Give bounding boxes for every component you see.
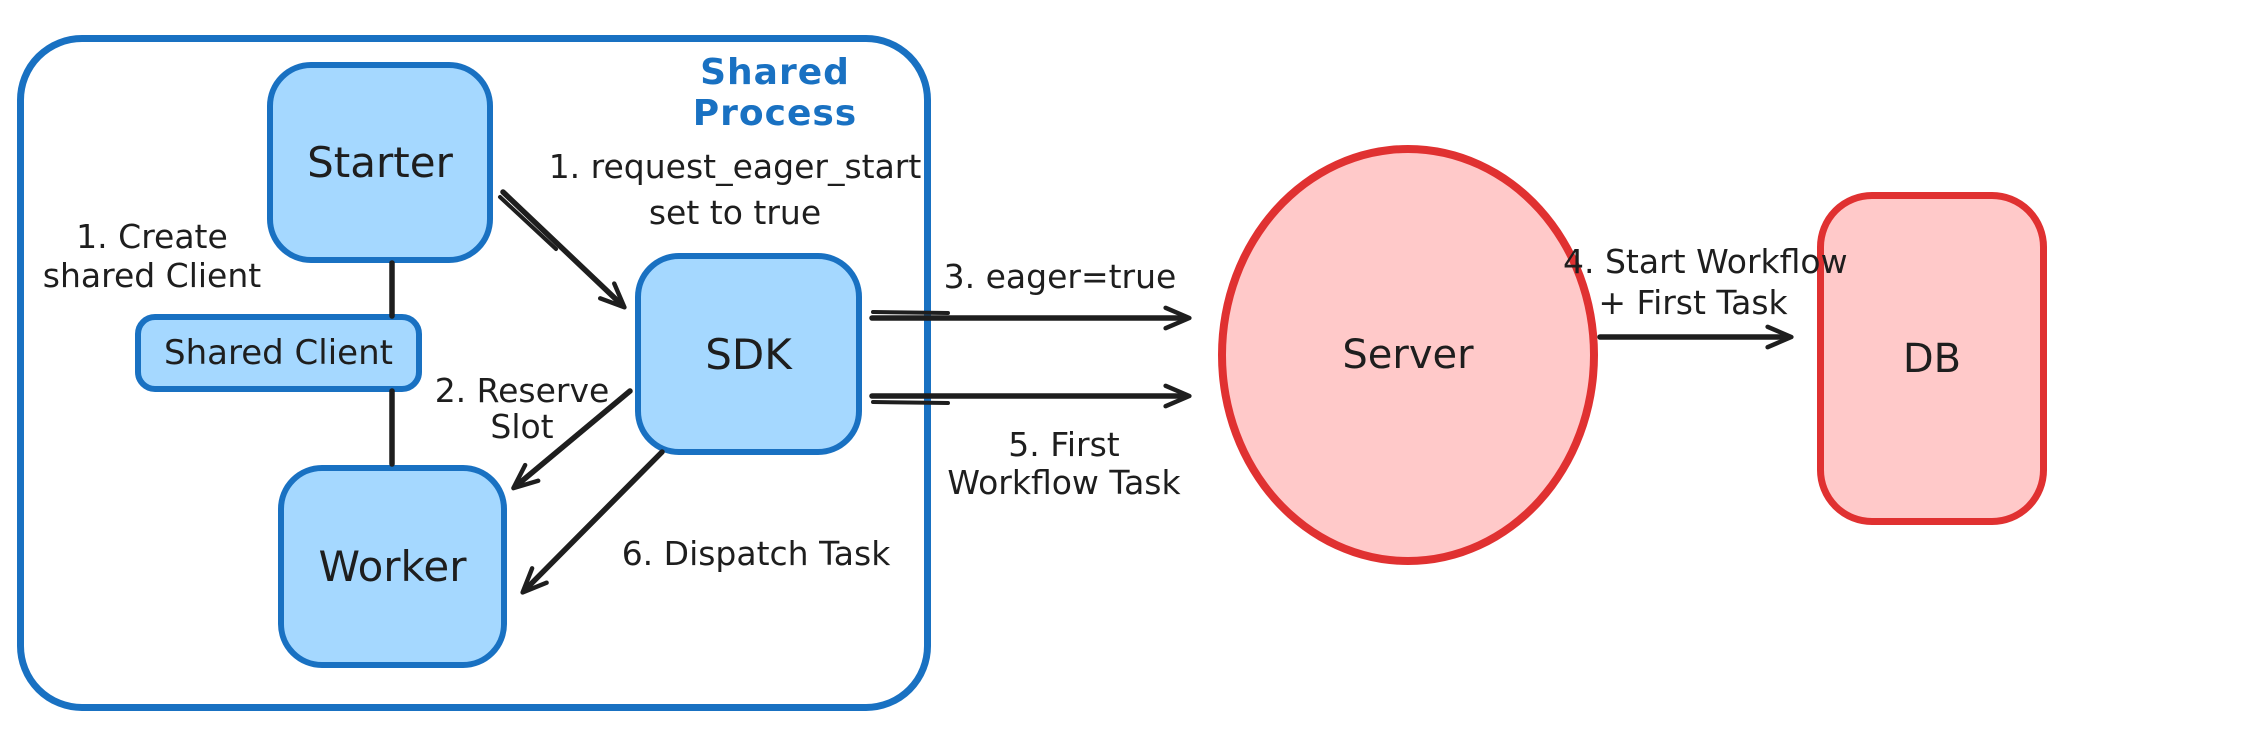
node-server-label: Server [1342, 332, 1474, 378]
node-worker: Worker [278, 465, 507, 668]
node-starter: Starter [267, 62, 493, 263]
node-starter-label: Starter [307, 138, 453, 187]
annotation-eager-true: 3. eager=true [943, 257, 1177, 296]
node-db: DB [1817, 192, 2047, 525]
node-sdk-label: SDK [705, 329, 792, 379]
node-sdk: SDK [635, 253, 862, 455]
annotation-create-shared-client: 1. Create shared Client [42, 217, 262, 295]
node-db-label: DB [1902, 335, 1962, 382]
shared-process-title: Shared Process [692, 52, 858, 134]
annotation-start-workflow: 4. Start Workflow + First Task [1563, 242, 1848, 322]
shared-process-container [17, 35, 931, 711]
node-server: Server [1218, 145, 1598, 565]
node-shared-client-label: Shared Client [164, 333, 393, 373]
node-shared-client: Shared Client [135, 314, 422, 392]
annotation-dispatch-task: 6. Dispatch Task [621, 534, 891, 573]
annotation-request-eager-start: 1. request_eager_start set to true [548, 147, 922, 232]
annotation-reserve-slot: 2. Reserve Slot [434, 371, 610, 446]
node-worker-label: Worker [318, 542, 467, 591]
annotation-first-workflow-task: 5. First Workflow Task [947, 425, 1181, 502]
